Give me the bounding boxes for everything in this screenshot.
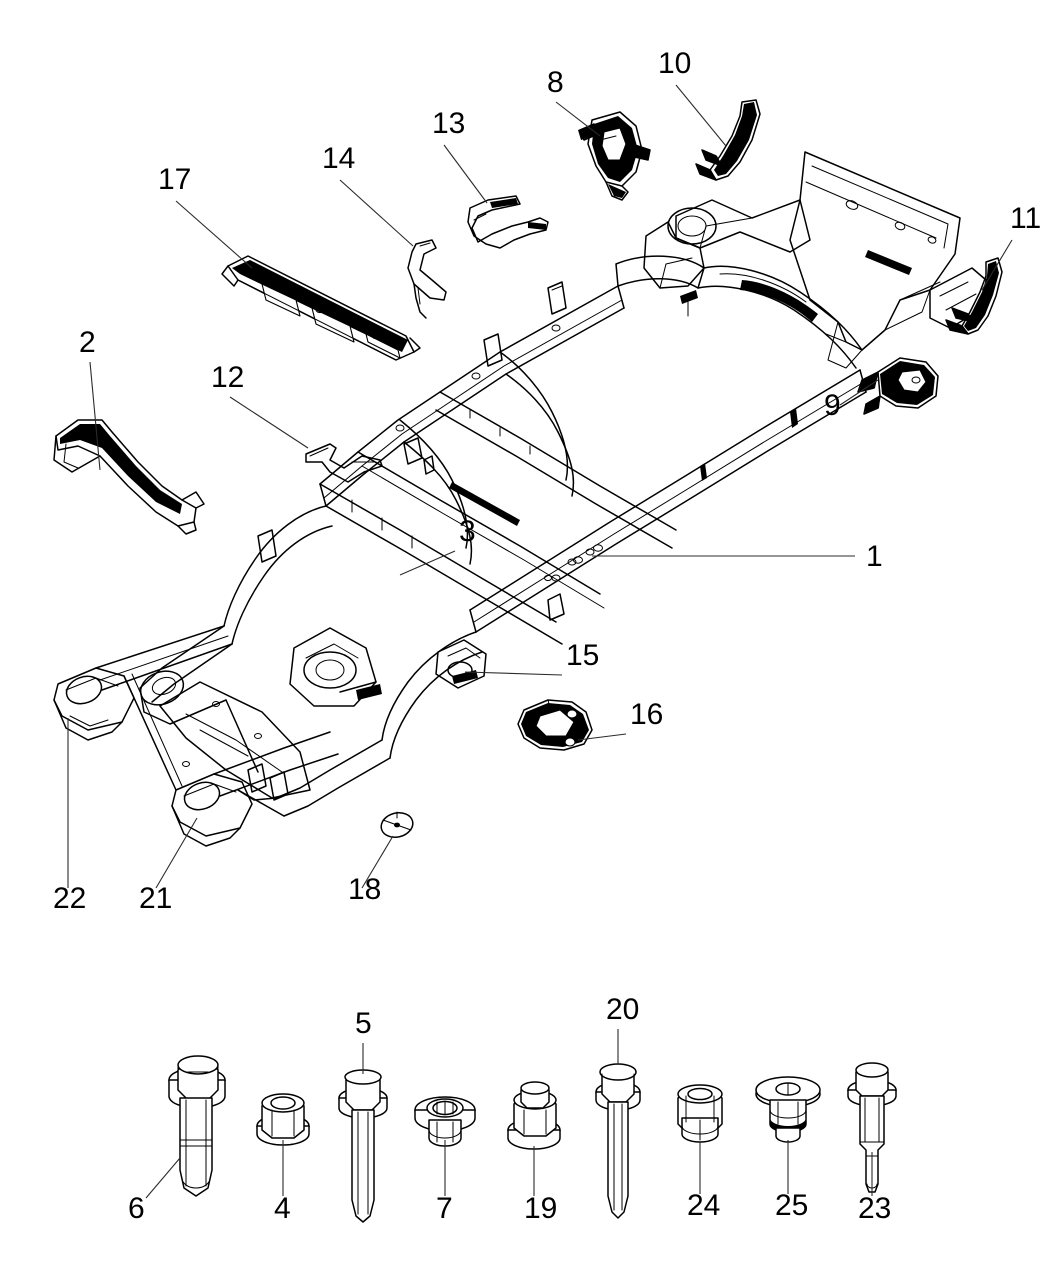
leader-line-11 <box>981 239 1013 291</box>
fastener-24-hex-collar-nut <box>677 1084 723 1143</box>
callout-number-12: 12 <box>211 361 244 394</box>
frame-assembly-illustration <box>53 151 987 847</box>
part-11-rear-support-bracket <box>945 257 1003 335</box>
fastener-23-stepped-shoulder-bolt <box>847 1062 897 1193</box>
fastener-7-flanged-collar-nut <box>414 1096 476 1147</box>
callout-leader-lines <box>67 84 1013 1199</box>
front-skid-plate <box>159 681 311 799</box>
part-9-body-mount-bracket <box>857 357 939 415</box>
fastener-19-hex-flange-nut <box>507 1081 561 1150</box>
callout-number-7: 7 <box>436 1192 453 1225</box>
transmission-mount-area <box>289 627 382 707</box>
callout-number-8: 8 <box>547 66 564 99</box>
rear-crossmember-bracket <box>435 639 487 689</box>
part-15-16-gusset-plate <box>517 699 593 751</box>
leader-line-14 <box>339 179 414 247</box>
callout-number-10: 10 <box>658 47 691 80</box>
fastener-25-push-in-grommet-plug <box>755 1076 821 1143</box>
leader-line-3 <box>399 550 456 576</box>
callout-number-6: 6 <box>128 1192 145 1225</box>
leader-line-9 <box>839 379 879 406</box>
leader-line-17 <box>175 200 253 269</box>
callout-number-13: 13 <box>432 107 465 140</box>
part-14-tube-bracket <box>407 239 447 319</box>
callout-number-11: 11 <box>1010 202 1041 235</box>
leader-line-18 <box>361 835 394 889</box>
part-12-brake-line-bracket <box>305 443 383 483</box>
part-13-tube-bracket-long <box>467 195 549 249</box>
leader-line-6 <box>145 1157 181 1199</box>
leader-line-15 <box>464 671 563 676</box>
part-2-front-crossmember <box>53 419 205 535</box>
callout-number-18: 18 <box>348 873 381 906</box>
part-10-support-bracket <box>695 99 761 181</box>
callout-number-16: 16 <box>630 698 663 731</box>
callout-number-15: 15 <box>566 639 599 672</box>
callout-number-24: 24 <box>687 1189 720 1222</box>
callout-number-2: 2 <box>79 326 96 359</box>
callout-number-5: 5 <box>355 1007 372 1040</box>
right-frame-rail <box>319 285 625 507</box>
leader-line-8 <box>555 101 601 137</box>
callout-number-14: 14 <box>322 142 355 175</box>
callout-number-9: 9 <box>824 389 841 422</box>
fastener-20-hex-flange-bolt-slim <box>595 1063 641 1219</box>
callout-number-23: 23 <box>858 1192 891 1225</box>
leader-line-10 <box>675 84 727 147</box>
callout-number-22: 22 <box>53 882 86 915</box>
part-18-frame-plug <box>380 811 414 839</box>
leader-line-12 <box>229 396 309 449</box>
leader-line-21 <box>155 817 198 889</box>
rear-arch-right <box>615 255 863 369</box>
center-crossmember-group <box>319 391 677 645</box>
callout-number-25: 25 <box>775 1189 808 1222</box>
leader-line-2 <box>89 361 101 471</box>
callout-number-17: 17 <box>158 163 191 196</box>
callout-number-1: 1 <box>866 540 883 573</box>
part-8-cab-mount-bracket <box>578 111 651 201</box>
leader-line-13 <box>443 144 488 204</box>
fastener-5-hex-flange-bolt-long <box>338 1069 388 1223</box>
callout-number-4: 4 <box>274 1192 291 1225</box>
callout-number-20: 20 <box>606 993 639 1026</box>
callout-number-19: 19 <box>524 1192 557 1225</box>
callout-number-3: 3 <box>459 515 476 548</box>
rail-holes-near-1 <box>544 548 595 582</box>
left-frame-rail-far <box>469 369 867 633</box>
front-arch-group <box>223 505 483 759</box>
leader-line-16 <box>577 733 627 741</box>
front-frame-section <box>53 625 391 847</box>
part-17-transmission-crossmember <box>221 255 421 361</box>
fastener-6-hex-flange-bolt-heavy <box>168 1055 226 1197</box>
fastener-4-flange-nut <box>256 1093 310 1146</box>
callout-number-21: 21 <box>139 882 172 915</box>
rail-tabs <box>247 281 698 801</box>
